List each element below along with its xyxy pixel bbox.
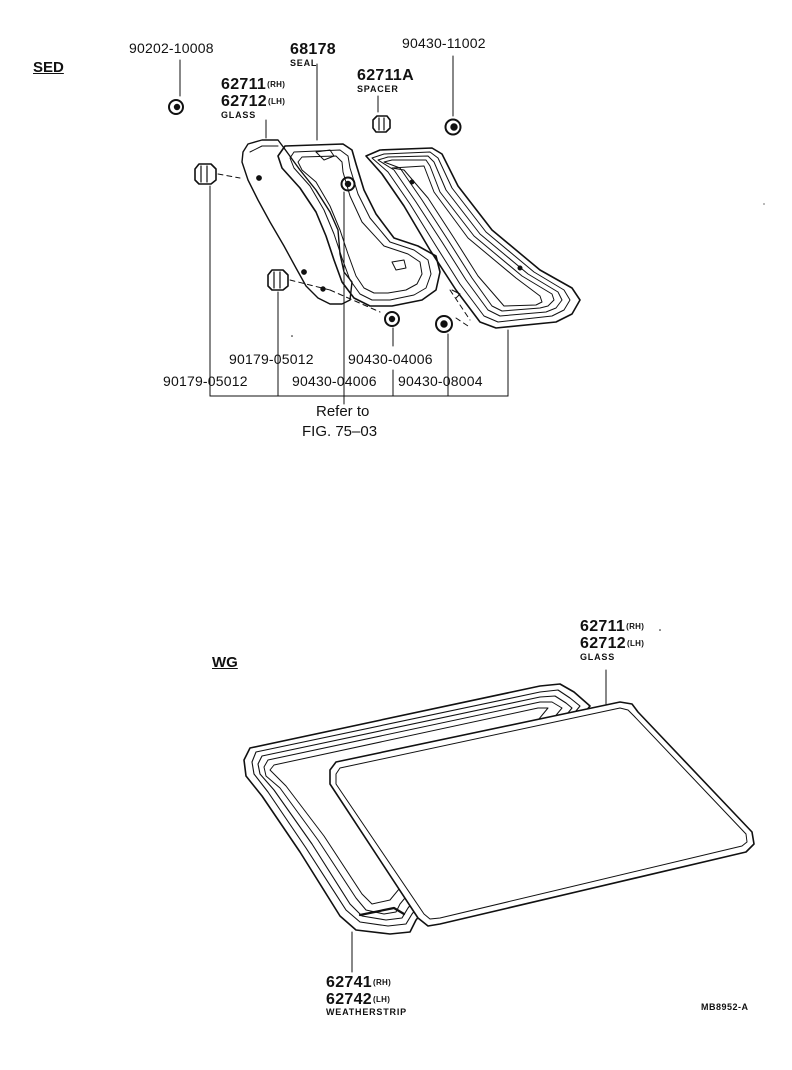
wagon-part-number-glass-lh: 62712(LH) [580,636,644,652]
wagon-strip-lh-number: 62742 [326,991,372,1008]
spacer-62711a [373,116,390,132]
sedan-leader-lines [180,56,508,404]
wagon-part-name-strip: WEATHERSTRIP [326,1007,407,1017]
wagon-glass-rh-tag: (RH) [626,622,645,631]
washer-big [436,316,452,332]
part-number-washer-low: 90430-04006 [292,373,377,389]
part-name-spacer: SPACER [357,84,399,94]
wagon-leader-lines [352,670,606,972]
wagon-strip-rh-tag: (RH) [373,978,392,987]
sedan-seal [278,144,440,306]
wagon-glass-rh-number: 62711 [580,618,626,635]
section-label-wagon: WG [212,654,238,671]
dashed-guides [218,174,470,326]
wagon-part-number-strip-lh: 62742(LH) [326,992,390,1008]
part-number-screw-low: 90179-05012 [163,373,248,389]
glass-lh-tag: (LH) [268,97,286,106]
wagon-strip-lh-tag: (LH) [373,995,391,1004]
wagon-part-number-strip-rh: 62741(RH) [326,975,391,991]
wagon-glass-lh-tag: (LH) [627,639,645,648]
specks [291,203,765,631]
wagon-weatherstrip [244,684,590,934]
part-number-spacer: 62711A [357,67,414,84]
wagon-part-name-glass: GLASS [580,652,616,662]
refer-text: Refer to [316,403,370,420]
part-number-washer-mid: 90430-04006 [348,351,433,367]
washer-lower [385,312,399,326]
wagon-strip-rh-number: 62741 [326,974,372,991]
wagon-glass [330,702,754,926]
screw-upper [195,164,216,184]
wagon-part-number-glass-rh: 62711(RH) [580,619,644,635]
nut-90430-11002 [446,120,461,135]
washer-center [342,178,355,191]
bolt-90202-10008 [169,100,183,114]
part-number-washer-big: 90430-08004 [398,373,483,389]
wagon-glass-lh-number: 62712 [580,635,626,652]
sedan-frame [366,148,580,328]
part-number-seal: 68178 [290,41,336,58]
part-name-seal: SEAL [290,58,318,68]
refer-figure: FIG. 75–03 [302,423,378,440]
glass-rh-tag: (RH) [267,80,286,89]
glass-lh-number: 62712 [221,93,267,110]
part-number-glass-rh: 62711(RH) [221,77,285,93]
part-number-bolt-top: 90202-10008 [129,40,214,56]
screw-lower [268,270,288,290]
part-number-glass-lh: 62712(LH) [221,94,285,110]
drawing-code: MB8952-A [701,1002,749,1012]
glass-rh-number: 62711 [221,76,267,93]
section-label-sedan: SED [33,59,64,76]
part-name-glass: GLASS [221,110,257,120]
sedan-quarter-glass [242,140,352,304]
part-number-nut-top: 90430-11002 [402,35,486,51]
part-number-screw-mid: 90179-05012 [229,351,314,367]
